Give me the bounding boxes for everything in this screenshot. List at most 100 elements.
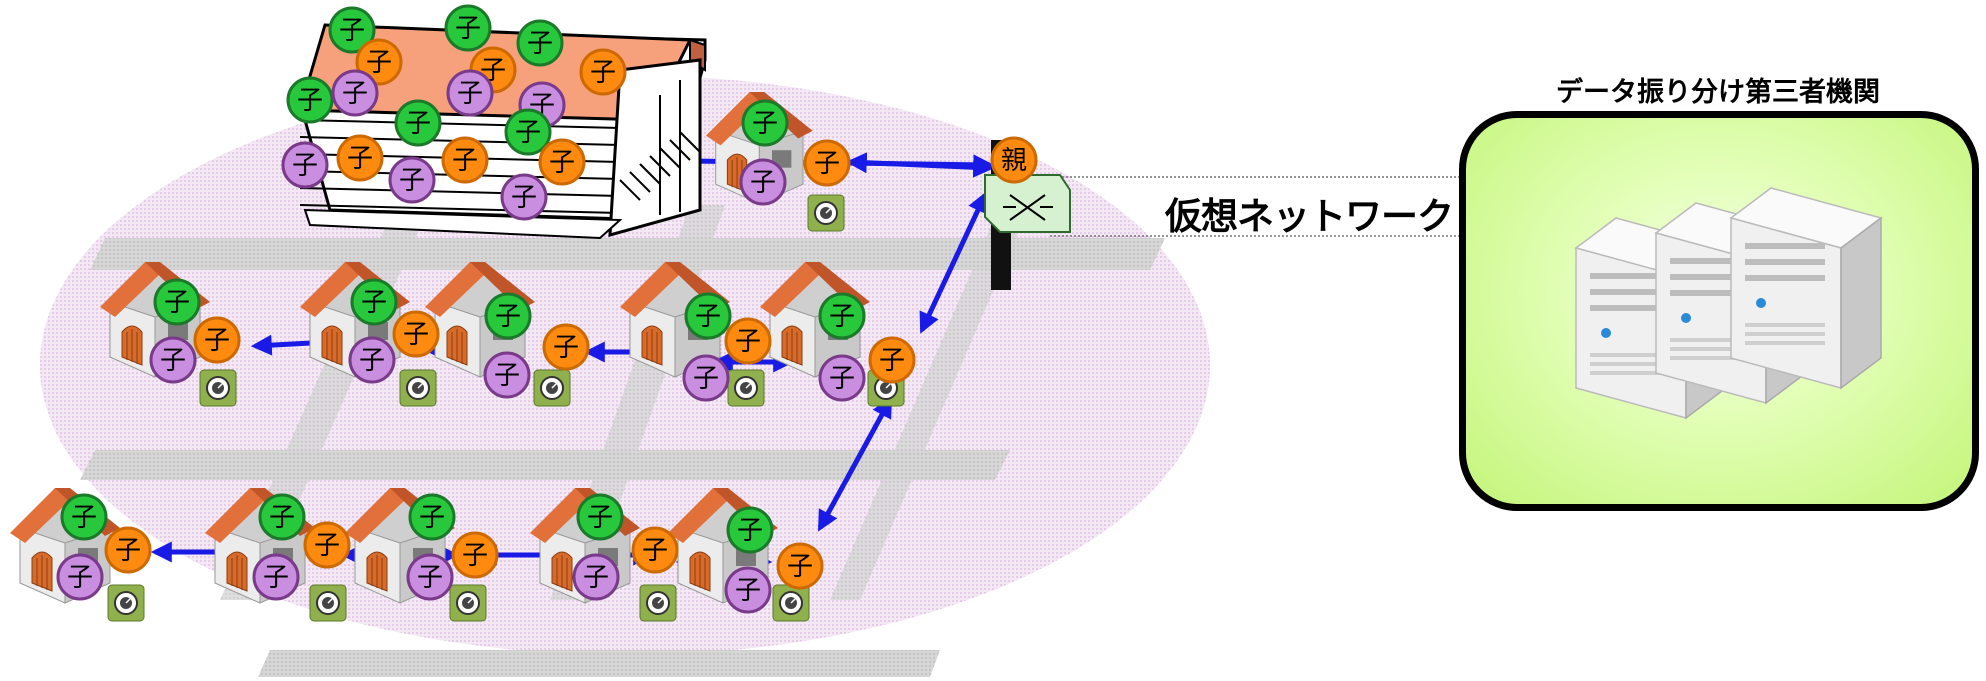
- child-node-glyph: 子: [527, 29, 553, 59]
- child-node: 子: [350, 278, 398, 326]
- child-node-glyph: 子: [452, 146, 478, 176]
- child-node-glyph: 子: [829, 364, 855, 394]
- smart-meter-icon: [107, 584, 145, 622]
- server-icon: [1729, 187, 1883, 390]
- third-party-org-label: データ振り分け第三者機関: [1556, 77, 1880, 108]
- node-layer: 子子子子子子子子子子子子子子子子子子子子子親子子子子子子子子子子子子子子子子子子…: [56, 4, 1038, 614]
- child-node: 子: [193, 316, 241, 364]
- child-node: 子: [516, 19, 564, 67]
- child-node: 子: [444, 4, 492, 52]
- child-node: 子: [576, 493, 624, 541]
- child-node-glyph: 子: [695, 302, 721, 332]
- smart-meter-icon: [772, 584, 810, 622]
- child-node-glyph: 子: [462, 541, 488, 571]
- child-node: 子: [483, 351, 531, 399]
- child-node-glyph: 子: [583, 563, 609, 593]
- child-node-glyph: 子: [263, 563, 289, 593]
- child-node-glyph: 子: [829, 302, 855, 332]
- child-node-glyph: 子: [204, 326, 230, 356]
- child-node-glyph: 子: [292, 151, 318, 181]
- network-switch-icon: [984, 140, 1071, 290]
- child-node: 子: [682, 354, 730, 402]
- child-node: 子: [60, 493, 108, 541]
- child-node-glyph: 子: [587, 503, 613, 533]
- road-horizontal: [80, 450, 1010, 480]
- child-node-glyph: 子: [494, 361, 520, 391]
- child-node-glyph: 子: [160, 346, 186, 376]
- smart-meter-icon: [309, 584, 347, 622]
- smart-meter-icon: [449, 584, 487, 622]
- child-node-glyph: 子: [511, 183, 537, 213]
- child-node-glyph: 子: [515, 118, 541, 148]
- child-node-glyph: 子: [115, 536, 141, 566]
- child-node: 子: [818, 292, 866, 340]
- child-node: 子: [542, 323, 590, 371]
- child-node-glyph: 子: [879, 346, 905, 376]
- child-node: 子: [579, 48, 627, 96]
- child-node-glyph: 子: [366, 48, 392, 78]
- child-node-glyph: 子: [405, 109, 431, 139]
- child-node: 子: [441, 136, 489, 184]
- child-node: 子: [281, 141, 329, 189]
- child-node-glyph: 子: [403, 320, 429, 350]
- child-node: 子: [726, 506, 774, 554]
- road-horizontal: [258, 650, 940, 677]
- child-node-glyph: 子: [359, 346, 385, 376]
- child-node: 子: [724, 566, 772, 614]
- child-node: 子: [451, 531, 499, 579]
- child-node: 子: [684, 292, 732, 340]
- smart-meter-icon: [199, 369, 237, 407]
- parent-node-glyph: 親: [1001, 146, 1027, 176]
- child-node: 子: [408, 493, 456, 541]
- child-node-glyph: 子: [735, 576, 761, 606]
- child-node-glyph: 子: [787, 552, 813, 582]
- child-node: 子: [355, 38, 403, 86]
- smart-meter-icon: [727, 369, 765, 407]
- child-node-glyph: 子: [693, 364, 719, 394]
- child-node: 子: [388, 156, 436, 204]
- child-node-glyph: 子: [342, 79, 368, 109]
- child-node-glyph: 子: [553, 333, 579, 363]
- child-node: 子: [331, 69, 379, 117]
- child-node: 子: [104, 526, 152, 574]
- child-node-glyph: 子: [297, 86, 323, 116]
- child-node: 子: [394, 99, 442, 147]
- child-node-glyph: 子: [361, 288, 387, 318]
- child-node-glyph: 子: [735, 327, 761, 357]
- child-node-glyph: 子: [457, 79, 483, 109]
- child-node-glyph: 子: [339, 16, 365, 46]
- server-group: [1574, 187, 1883, 420]
- child-node: 子: [504, 108, 552, 156]
- child-node: 子: [149, 336, 197, 384]
- child-node-glyph: 子: [399, 166, 425, 196]
- child-node: 子: [153, 278, 201, 326]
- virtual-network-label: 仮想ネットワーク: [1165, 195, 1454, 238]
- child-node: 子: [724, 317, 772, 365]
- child-node: 子: [538, 138, 586, 186]
- child-node: 子: [776, 542, 824, 590]
- child-node-glyph: 子: [814, 149, 840, 179]
- link-arrow: [845, 152, 995, 178]
- child-node: 子: [286, 76, 334, 124]
- child-node-glyph: 子: [455, 14, 481, 44]
- child-node-glyph: 子: [417, 563, 443, 593]
- smart-meter-icon: [807, 194, 845, 232]
- smart-meter-icon: [533, 369, 571, 407]
- child-node-glyph: 子: [752, 109, 778, 139]
- child-node-glyph: 子: [164, 288, 190, 318]
- child-node: 子: [739, 158, 787, 206]
- child-node-glyph: 子: [269, 503, 295, 533]
- child-node: 子: [631, 526, 679, 574]
- child-node: 子: [803, 139, 851, 187]
- child-node: 子: [484, 292, 532, 340]
- child-node-glyph: 子: [314, 531, 340, 561]
- child-node-glyph: 子: [419, 503, 445, 533]
- child-node: 子: [258, 493, 306, 541]
- child-node-glyph: 子: [71, 503, 97, 533]
- child-node: 子: [56, 553, 104, 601]
- child-node-glyph: 子: [642, 536, 668, 566]
- smart-meter-icon: [639, 584, 677, 622]
- child-node: 子: [328, 6, 376, 54]
- child-node: 子: [741, 99, 789, 147]
